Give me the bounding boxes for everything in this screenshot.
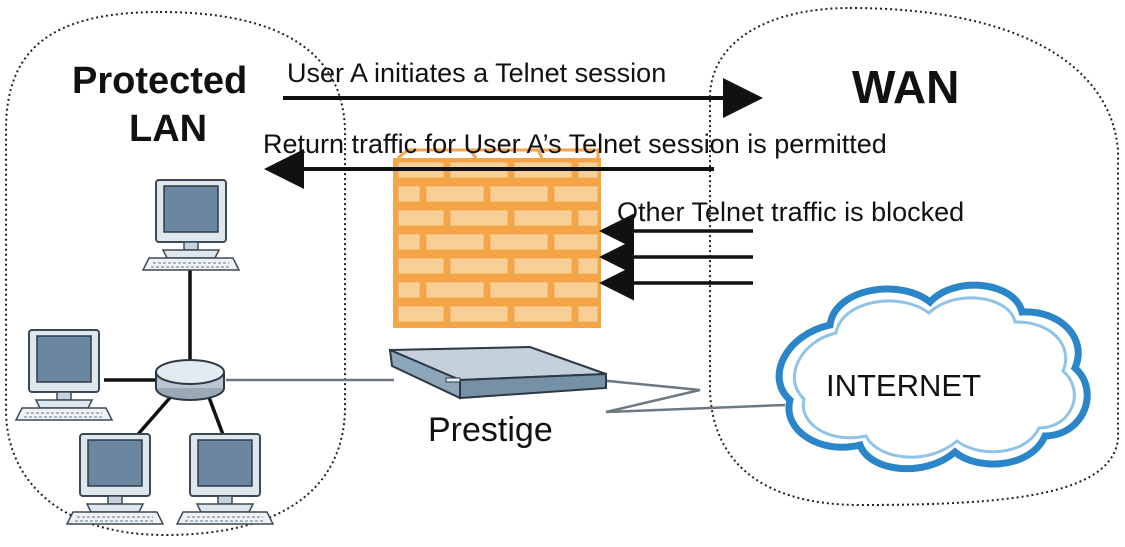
firewall-wall-icon	[393, 148, 601, 328]
computer-icon-bottom-left	[66, 433, 164, 525]
prestige-label: Prestige	[428, 411, 553, 449]
computer-icon-top	[142, 179, 240, 271]
hub-icon	[155, 359, 225, 401]
internet-cloud-icon	[775, 281, 1091, 473]
prestige-router-icon	[388, 345, 607, 400]
prestige-to-internet-cable	[597, 378, 786, 414]
internet-label: INTERNET	[826, 368, 981, 403]
wan-label: WAN	[852, 61, 959, 113]
computer-icon-bottom-right	[176, 433, 274, 525]
return-arrow-label: Return traffic for User A’s Telnet sessi…	[263, 129, 887, 159]
lan-label-line2: LAN	[129, 108, 207, 150]
wan-zone-boundary	[709, 6, 1119, 507]
blocked-traffic-label: Other Telnet traffic is blocked	[617, 197, 964, 227]
outbound-arrow-label: User A initiates a Telnet session	[287, 58, 666, 88]
computer-icon-left	[15, 329, 113, 421]
network-cables	[104, 262, 227, 442]
lan-label-line1: Protected	[72, 60, 247, 102]
